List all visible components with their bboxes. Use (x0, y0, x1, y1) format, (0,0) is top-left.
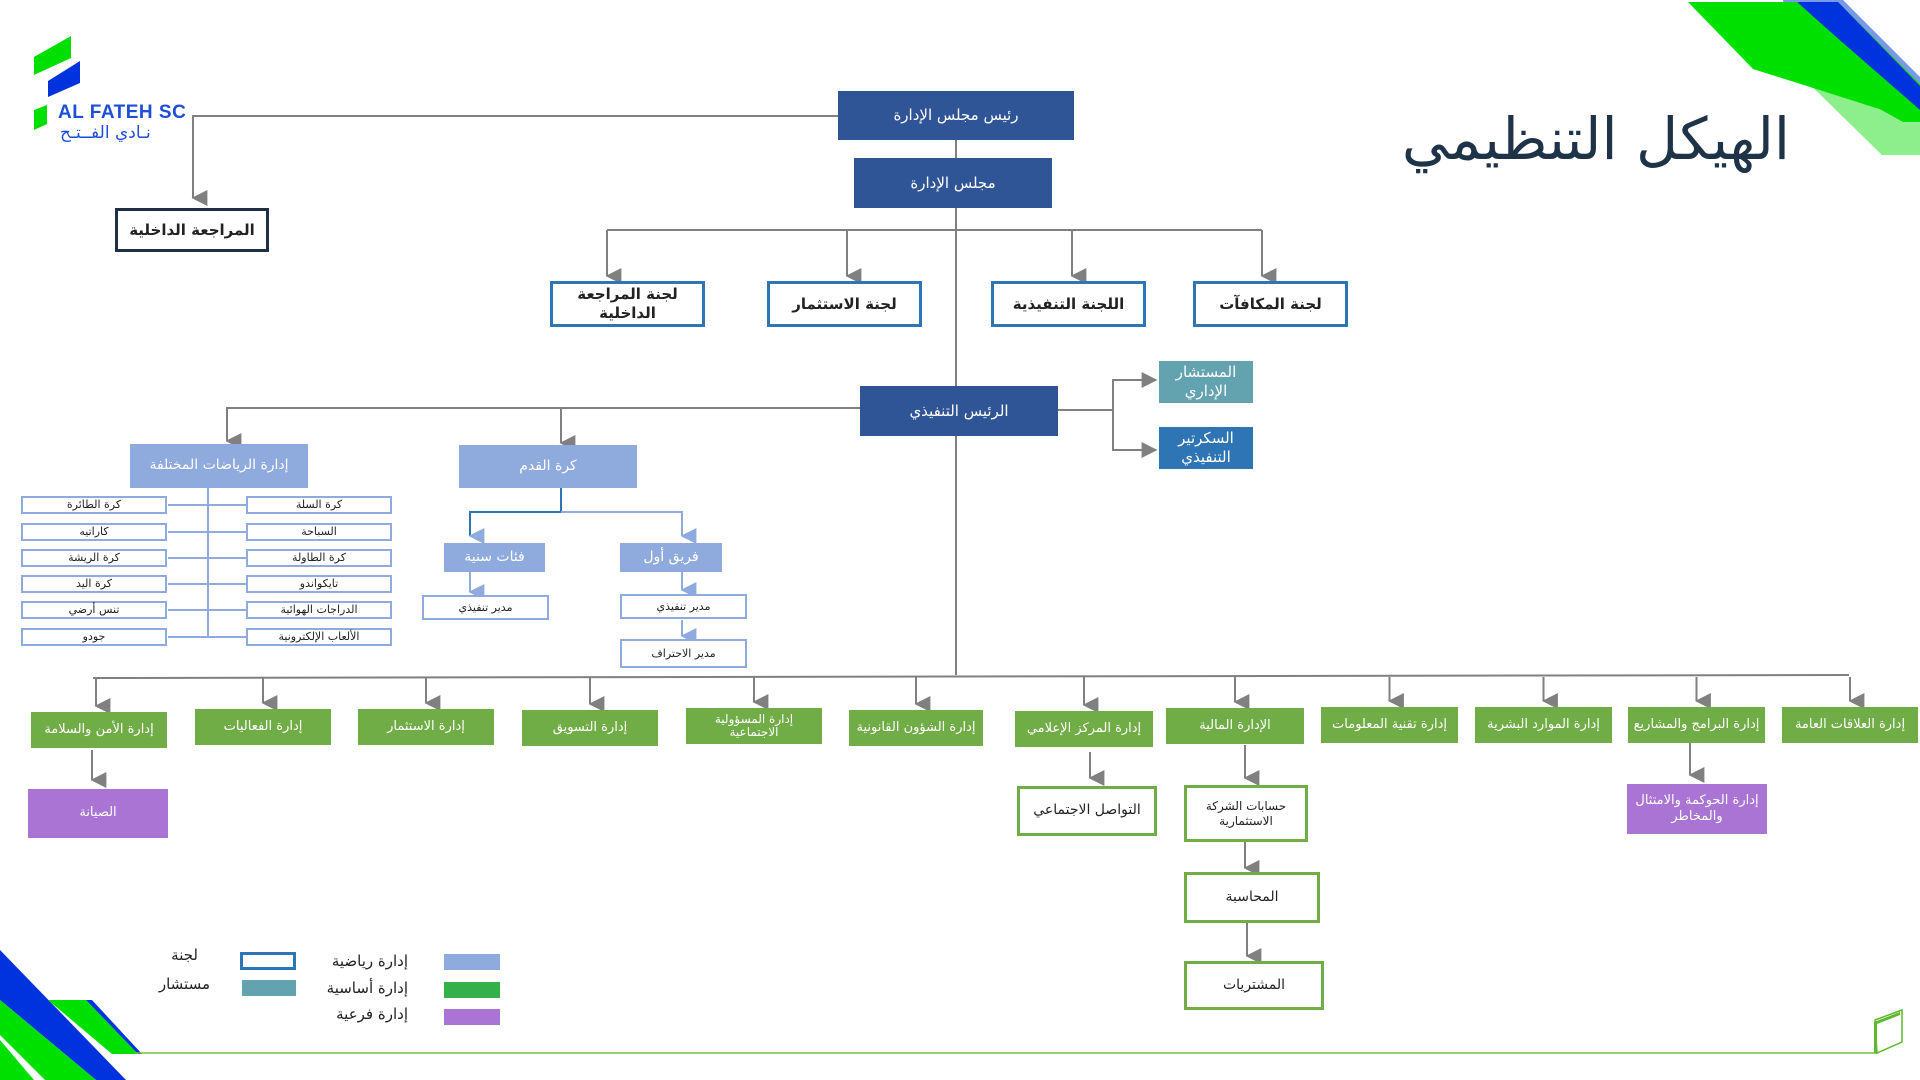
sport-item[interactable]: كرة السلة (246, 496, 392, 514)
sport-item[interactable]: كرة الطائرة (21, 496, 167, 514)
youth-executive-manager[interactable]: مدير تنفيذي (422, 595, 549, 620)
legend-advisor-swatch (242, 980, 296, 996)
football-box[interactable]: كرة القدم (459, 445, 637, 488)
department-box[interactable]: الإدارة المالية (1166, 708, 1304, 744)
legend-advisor-label: مستشار (158, 975, 210, 993)
department-arrows (94, 677, 1865, 714)
logo-bar-blue (48, 61, 80, 97)
logo-name-ar: نـادي الفــتـح (60, 123, 151, 143)
legend-sub-swatch (444, 1009, 500, 1025)
sport-item[interactable]: السباحة (246, 523, 392, 541)
sport-item[interactable]: الدراجات الهوائية (246, 601, 392, 619)
legend-basic-label: إدارة أساسية (326, 979, 408, 997)
department-box[interactable]: إدارة الفعاليات (195, 709, 331, 745)
legend-sub-label: إدارة فرعية (336, 1005, 408, 1023)
connector-football-first-team (561, 511, 697, 544)
youth-box[interactable]: فئات سنية (444, 543, 545, 572)
logo-name-en: AL FATEH SC (58, 102, 187, 123)
first-team-box[interactable]: فريق أول (620, 543, 722, 572)
bottom-stripe-green-3 (0, 1040, 34, 1080)
connector-football-split (468, 488, 562, 544)
legend-committee-label: لجنة (171, 946, 198, 964)
department-box[interactable]: إدارة الاستثمار (358, 709, 494, 745)
logo-bar-green-top (34, 36, 71, 75)
committee-rewards[interactable]: لجنة المكافآت (1193, 281, 1348, 327)
connector-sports-bus (225, 407, 860, 449)
department-box[interactable]: إدارة التسويق (522, 710, 658, 746)
social-media-box[interactable]: التواصل الاجتماعي (1017, 786, 1157, 836)
department-box[interactable]: إدارة المسؤولية الاجتماعية (686, 708, 822, 744)
maintenance-box[interactable]: الصيانة (28, 789, 168, 838)
legend-sports-swatch (444, 954, 500, 970)
secretary-box[interactable]: السكرتير التنفيذي (1159, 427, 1253, 469)
chairman-box[interactable]: رئيس مجلس الإدارة (838, 91, 1074, 140)
internal-audit-box[interactable]: المراجعة الداخلية (115, 208, 269, 252)
sport-item[interactable]: كرة الريشة (21, 549, 167, 567)
legend-basic-swatch (444, 982, 500, 998)
advisor-box[interactable]: المستشار الإداري (1159, 361, 1253, 403)
legend-committee-swatch (240, 952, 296, 970)
department-box[interactable]: إدارة الموارد البشرية (1475, 707, 1612, 743)
first-team-executive-manager[interactable]: مدير تنفيذي (620, 594, 747, 619)
connector-secretary (1112, 410, 1158, 458)
board-box[interactable]: مجلس الإدارة (854, 158, 1052, 208)
committee-investment[interactable]: لجنة الاستثمار (767, 281, 922, 327)
first-team-pro-manager[interactable]: مدير الاحتراف (620, 639, 747, 668)
bottom-stripe-green-1 (0, 1000, 96, 1080)
logo-bar-green-bottom (34, 105, 47, 130)
department-box[interactable]: إدارة البرامج والمشاريع (1628, 707, 1765, 743)
bottom-stripe-blue-2 (86, 1000, 142, 1054)
sport-item[interactable]: الألعاب الإلكترونية (246, 628, 392, 646)
connector-advisors (1058, 372, 1158, 411)
sport-item[interactable]: جودو (21, 628, 167, 646)
bottom-stripe-green-2 (48, 1000, 138, 1054)
department-box[interactable]: إدارة العلاقات العامة (1782, 707, 1918, 743)
sport-item[interactable]: تايكواندو (246, 575, 392, 593)
department-box[interactable]: إدارة الشؤون القانونية (849, 710, 983, 746)
sport-item[interactable]: كاراتيه (21, 523, 167, 541)
investment-accounts-box[interactable]: حسابات الشركة الاستثمارية (1184, 785, 1308, 842)
department-box[interactable]: إدارة الأمن والسلامة (31, 712, 167, 748)
committee-executive[interactable]: اللجنة التنفيذية (991, 281, 1146, 327)
purchases-box[interactable]: المشتريات (1184, 961, 1324, 1010)
page-title: الهيكل التنظيمي (1401, 105, 1790, 173)
connector-departments-bus (92, 674, 1850, 679)
committee-internal-audit[interactable]: لجنة المراجعة الداخلية (550, 281, 705, 327)
sport-item[interactable]: كرة اليد (21, 575, 167, 593)
bottom-stripe-blue (0, 950, 126, 1080)
governance-box[interactable]: إدارة الحوكمة والامتثال والمخاطر (1627, 784, 1767, 834)
book-icon-spine (1874, 1012, 1900, 1053)
department-box[interactable]: إدارة تقنية المعلومات (1321, 707, 1458, 743)
legend-sports-label: إدارة رياضية (331, 952, 408, 970)
department-box[interactable]: إدارة المركز الإعلامي (1015, 711, 1153, 747)
connector-audit (191, 115, 838, 206)
sport-item[interactable]: كرة الطاولة (246, 549, 392, 567)
corner-stripe-green-main (1688, 2, 1920, 122)
sport-item[interactable]: تنس أرضي (21, 601, 167, 619)
accounting-box[interactable]: المحاسبة (1184, 872, 1320, 923)
sports-department-box[interactable]: إدارة الرياضات المختلفة (130, 444, 308, 488)
ceo-box[interactable]: الرئيس التنفيذي (860, 386, 1058, 436)
sports-list-rungs (168, 504, 246, 638)
